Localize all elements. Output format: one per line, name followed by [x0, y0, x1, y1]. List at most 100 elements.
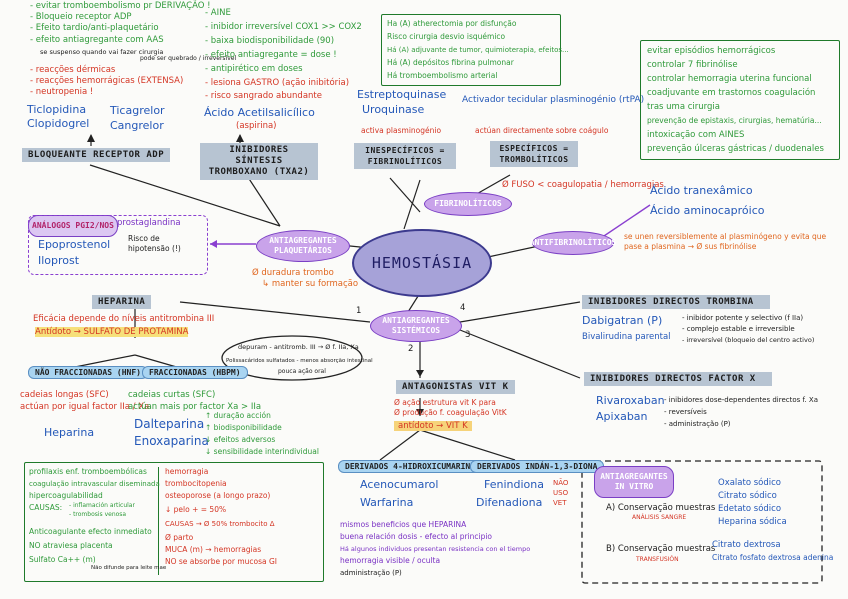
- invitro-b-sub: TRANSFUSIÓN: [636, 556, 679, 563]
- vitk-effect: mismos beneficios que HEPARINA: [340, 520, 467, 529]
- drug-fenindiona: Fenindiona: [484, 478, 544, 491]
- drug-cangrelor: Cangrelor: [110, 119, 164, 132]
- aas-note: - risco sangrado abundante: [205, 91, 322, 101]
- fibrin-box-line: Há (A) depósitos fibrina pulmonar: [387, 58, 514, 67]
- analogs-side: prostaglandina: [117, 218, 181, 228]
- aas-header: INIBIDORES SÍNTESIS TROMBOXANO (TXA2): [200, 143, 318, 180]
- ind-note: NÃO: [553, 479, 569, 487]
- adp-note: - reacções hemorrágicas (EXTENSA): [30, 76, 184, 86]
- drug-aas: Ácido Acetilsalicílico: [204, 106, 315, 119]
- fibrin-box-line: Ha (A) atherectomia por disfunção: [387, 19, 517, 28]
- vitk-effect: Há algunos individuos presentan resisten…: [340, 545, 531, 553]
- effect-red: CAUSAS → Ø 50% trombocito Δ: [165, 520, 275, 528]
- aas-note: - efeito antiagregante = dose !: [205, 50, 337, 60]
- drug-aas-sub: (aspirina): [236, 121, 277, 131]
- drug-acenocumarol: Acenocumarol: [360, 478, 439, 491]
- antifib-box-line: prevenção úlceras gástricas / duodenales: [647, 144, 824, 154]
- antifib-box-line: tras uma cirurgia: [647, 102, 720, 112]
- heparina-note1: Eficácia depende do níveis antitrombina …: [33, 314, 215, 324]
- invitro-a-label: A) Conservação muestras: [606, 503, 716, 513]
- drug-dabigatran: Dabigatran (P): [582, 314, 663, 327]
- drug-uroquinase: Uroquinase: [362, 103, 425, 116]
- hnf-label: NÃO FRACCIONADAS (HNF): [28, 366, 148, 379]
- invitro-a-item: Oxalato sódico: [718, 478, 781, 488]
- effect-green: CAUSAS:: [29, 503, 63, 512]
- specific-note: actúan directamente sobre coágulo: [475, 126, 609, 135]
- antifib-box-line: coadjuvante em trastornos coagulación: [647, 88, 816, 98]
- effect-red: osteoporose (a longo prazo): [165, 491, 271, 500]
- antifib-box-line: controlar hemorragia uterina funcional: [647, 74, 812, 84]
- xa-note: - reversíveis: [664, 408, 707, 416]
- effect-green-sub: - inflamación articular: [69, 502, 135, 509]
- effect-red: hemorragia: [165, 467, 209, 476]
- box-divider: [158, 467, 159, 575]
- invitro-a-item: Citrato sódico: [718, 491, 777, 501]
- fibrin-box-line: Risco cirurgia desvio isquémico: [387, 32, 506, 41]
- marker-2: 2: [408, 344, 414, 354]
- effect-red: MUCA (m) → hemorragias: [165, 545, 262, 554]
- aas-note: - inibidor irreversível COX1 >> COX2: [205, 22, 362, 32]
- vitk-effect: hemorragia visible / oculta: [340, 556, 441, 565]
- vitk-effect: buena relación dosis - efecto al princip…: [340, 532, 493, 541]
- antifib-note: se unen reversiblemente al plasminógeno …: [624, 232, 827, 251]
- antifib-box-line: evitar episódios hemorrágicos: [647, 46, 776, 56]
- drug-iloprost: Iloprost: [38, 254, 80, 267]
- aas-note: - AINE: [205, 8, 231, 18]
- marker-1: 1: [356, 306, 362, 316]
- hbpm-benefit: ↓ sensibilidade interindividual: [205, 447, 319, 456]
- drug-heparina: Heparina: [44, 426, 95, 439]
- branch-anticoagulantes: ANTIAGREGANTES SISTÉMICOS: [370, 310, 462, 342]
- adp-note-suspend: se suspenso quando vai fazer cirurgia: [40, 48, 164, 56]
- marker-4: 4: [460, 303, 466, 313]
- effect-red: trombocitopenia: [165, 479, 227, 488]
- effect-red: ↓ pelo + = 50%: [165, 505, 227, 514]
- drug-clopidogrel: Clopidogrel: [27, 117, 90, 130]
- thrombin-header: INIBIDORES DIRECTOS TROMBINA: [582, 295, 770, 309]
- antifib-box-line: intoxicação com AINES: [647, 130, 745, 140]
- effect-green: Sulfato Ca++ (m): [29, 555, 96, 564]
- ind-note: VET: [553, 499, 567, 507]
- vitk-note: Ø ação estrutura vit K para: [394, 398, 496, 407]
- antifib-box-line: prevenção de epistaxis, cirurgias, hemat…: [647, 116, 822, 125]
- aas-note: - antipirético em doses: [205, 64, 303, 74]
- drug-aminocaproico: Ácido aminocapróico: [650, 204, 765, 217]
- invitro-b-item: Citrato dextrosa: [712, 540, 781, 550]
- heparina-oval-line: depuram - antitromb. III → Ø f. IIa, Xa: [238, 343, 359, 351]
- drug-ticagrelor: Ticagrelor: [110, 104, 165, 117]
- drug-rtpa: Activador tecidular plasminogénio (rtPA): [462, 95, 645, 105]
- drug-epoprostenol: Epoprostenol: [38, 238, 111, 251]
- effect-green-sub: - trombosis venosa: [69, 511, 127, 518]
- center-node: HEMOSTÁSIA: [352, 229, 492, 297]
- branch-fibrinoliticos: FIBRINOLÍTICOS: [424, 192, 512, 216]
- adp-header: BLOQUEANTE RECEPTOR ADP: [22, 148, 171, 162]
- fibrin-risk: Ø FUSO < coagulopatia / hemorragias: [502, 180, 664, 190]
- heparina-effects-box: profilaxis enf. tromboembólicas coagulaç…: [24, 462, 324, 582]
- vitk-effect: administração (P): [340, 569, 402, 577]
- drug-rivaroxaban: Rivaroxaban: [596, 394, 665, 407]
- adp-note: - reacções dérmicas: [30, 65, 116, 75]
- effect-red: NO se absorbe por mucosa GI: [165, 557, 277, 566]
- invitro-a-sub: ANÁLISIS SANGRE: [632, 514, 687, 521]
- xa-note: - inibidores dose-dependentes directos f…: [664, 396, 819, 404]
- hbpm-benefit: ↑ duração acción: [205, 411, 271, 420]
- thrombin-note: - complejo estable e irreversible: [682, 325, 795, 333]
- invitro-b-item: Citrato fosfato dextrosa adenina: [712, 553, 834, 562]
- invitro-title: ANTIAGREGANTES IN VITRO: [594, 466, 674, 498]
- antifib-box-line: controlar 7 fibrinólise: [647, 60, 738, 70]
- invitro-a-item: Edetato sódico: [718, 504, 782, 514]
- drug-bivalirudina: Bivalirudina parental: [582, 332, 671, 342]
- drug-ticlopidina: Ticlopidina: [27, 103, 87, 116]
- effect-green: coagulação intravascular diseminada: [29, 480, 160, 488]
- effect-green: NO atraviesa placenta: [29, 541, 113, 550]
- hbpm-note: cadeias curtas (SFC): [128, 390, 216, 400]
- heparina-oval-line: pouca ação oral: [278, 368, 326, 375]
- center-title: HEMOSTÁSIA: [371, 254, 473, 272]
- invitro-a-item: Heparina sódica: [718, 517, 787, 527]
- invitro-dashed-box: [581, 460, 823, 584]
- aas-note: - baixa biodisponibilidade (90): [205, 36, 335, 46]
- effect-green: hipercoagulabilidad: [29, 491, 103, 500]
- effect-green-tail: Não difunde para leite mae: [91, 565, 167, 571]
- effect-green: Anticoagulante efecto inmediato: [29, 527, 152, 536]
- hbpm-benefit: ↓ efeitos adversos: [205, 435, 276, 444]
- indandione-label: DERIVADOS INDÁN-1,3-DIONA: [470, 460, 605, 473]
